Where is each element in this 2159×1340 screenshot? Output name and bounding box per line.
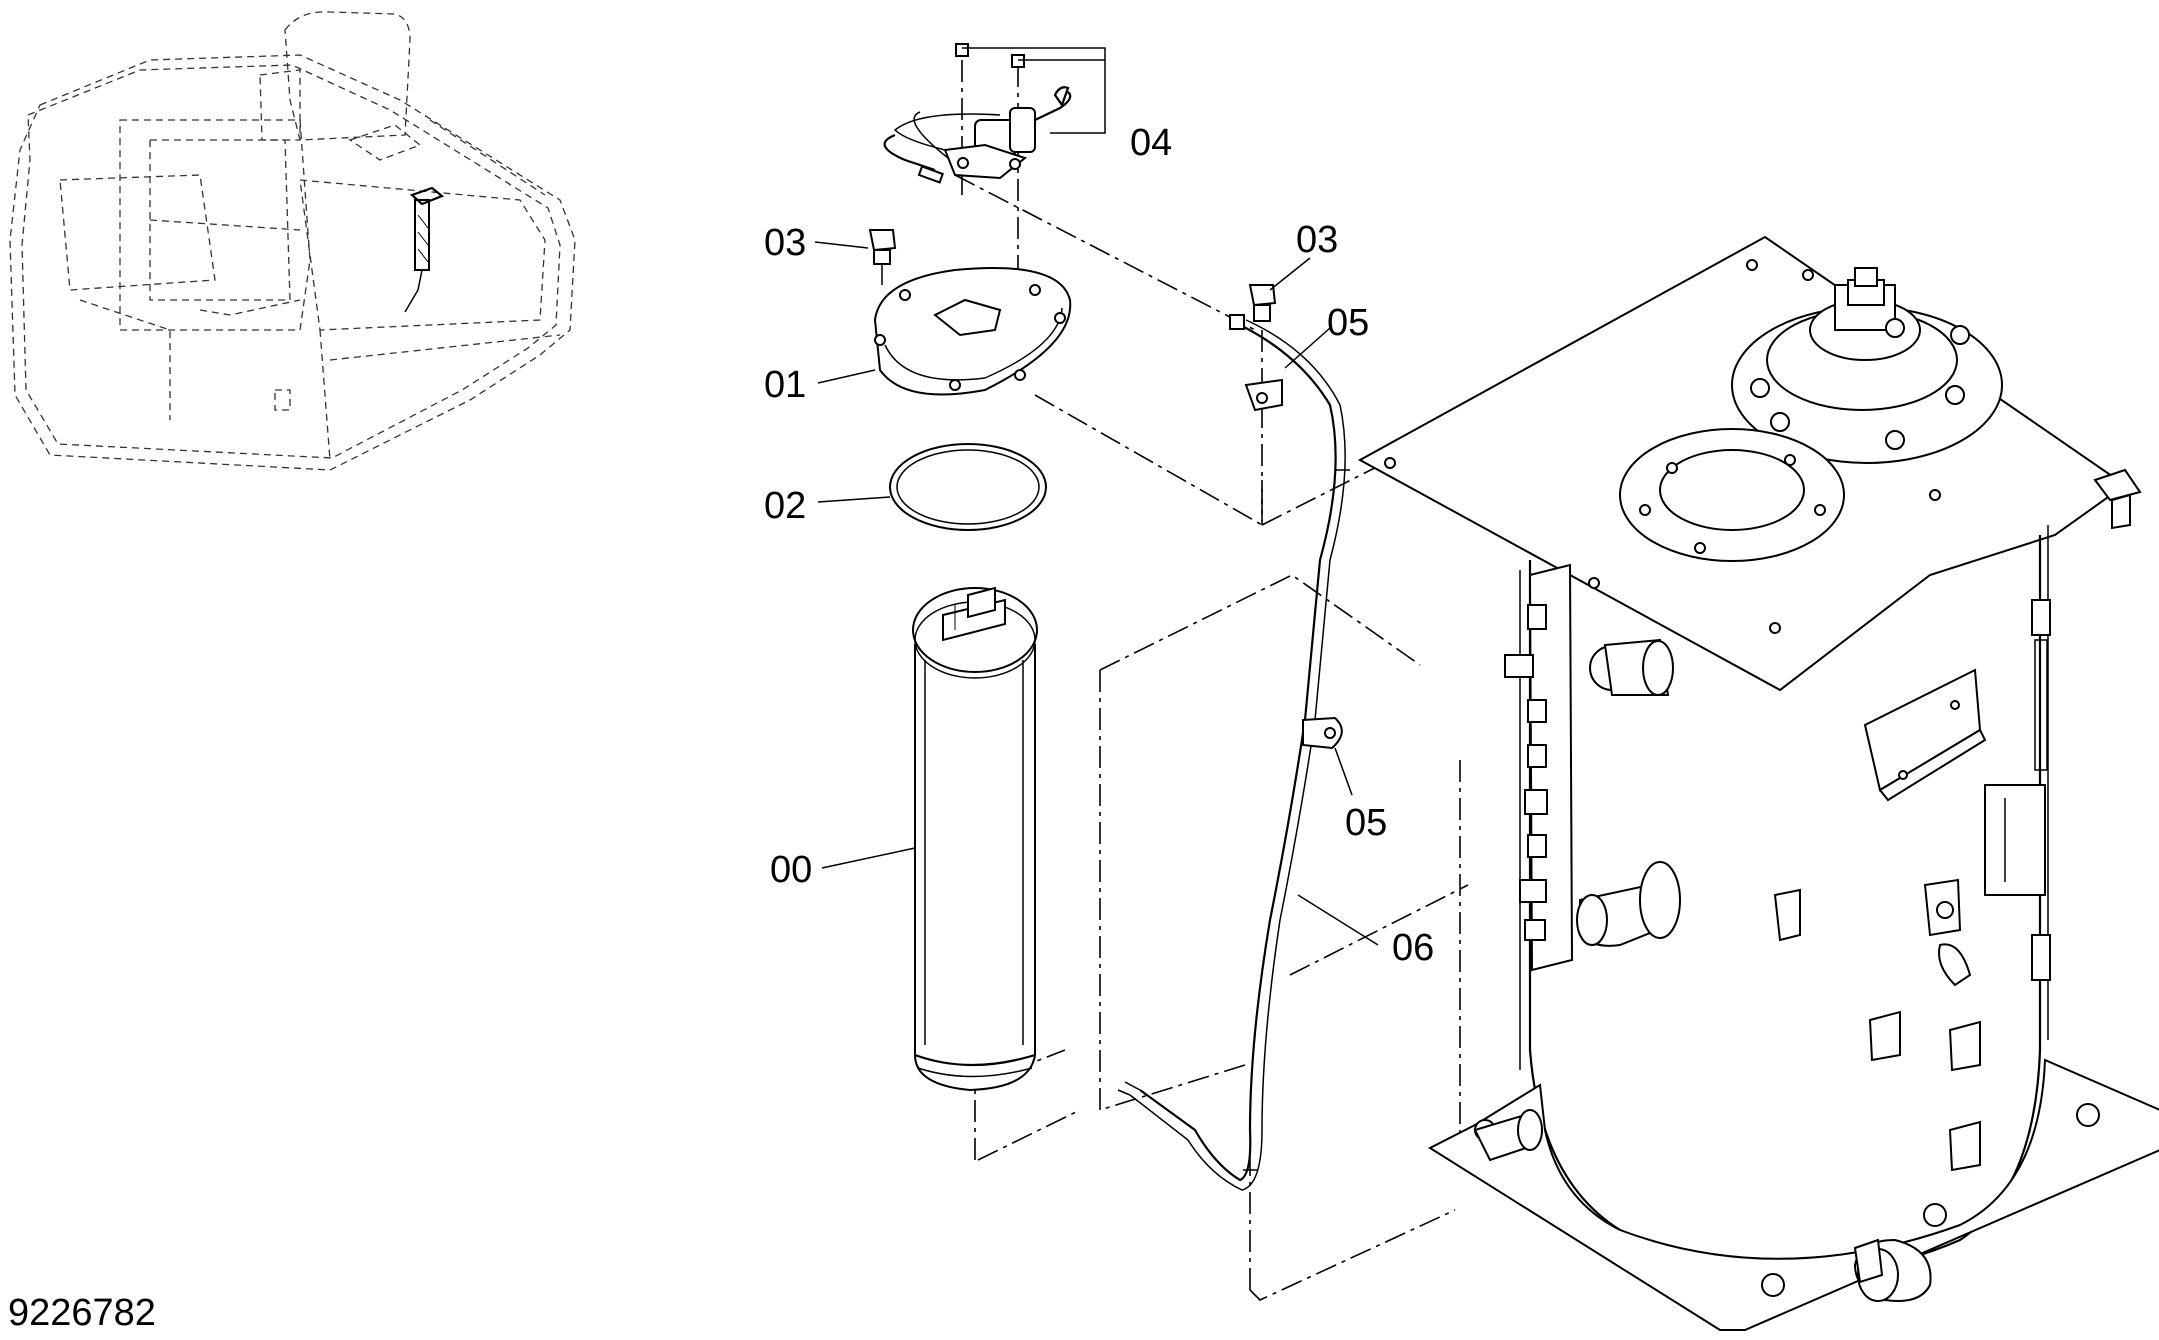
callout-06: 06 xyxy=(1392,927,1434,969)
callout-labels: 04 03 03 05 01 02 05 00 06 xyxy=(764,122,1434,969)
bolt-03-left xyxy=(868,229,897,285)
callout-04: 04 xyxy=(1130,122,1172,164)
callout-05-upper: 05 xyxy=(1327,302,1369,344)
bolt-03-right xyxy=(1248,284,1277,322)
callout-05-lower: 05 xyxy=(1345,802,1387,844)
filter-element-00 xyxy=(912,586,1038,1092)
cover-plate-01 xyxy=(873,267,1072,396)
level-switch-assembly xyxy=(883,43,1072,184)
callout-03-left: 03 xyxy=(764,222,806,264)
machine-locator-view xyxy=(9,11,576,471)
callout-02: 02 xyxy=(764,485,806,527)
callout-00: 00 xyxy=(770,849,812,891)
o-ring-02 xyxy=(889,443,1047,531)
leader-lines xyxy=(814,47,1379,946)
hydraulic-tank xyxy=(1357,235,2159,1331)
drawing-number: 9226782 xyxy=(8,1292,156,1334)
wire-harness-06 xyxy=(1117,314,1350,1191)
callout-01: 01 xyxy=(764,364,806,406)
callout-03-right: 03 xyxy=(1296,219,1338,261)
fitting-series xyxy=(1504,604,1548,941)
